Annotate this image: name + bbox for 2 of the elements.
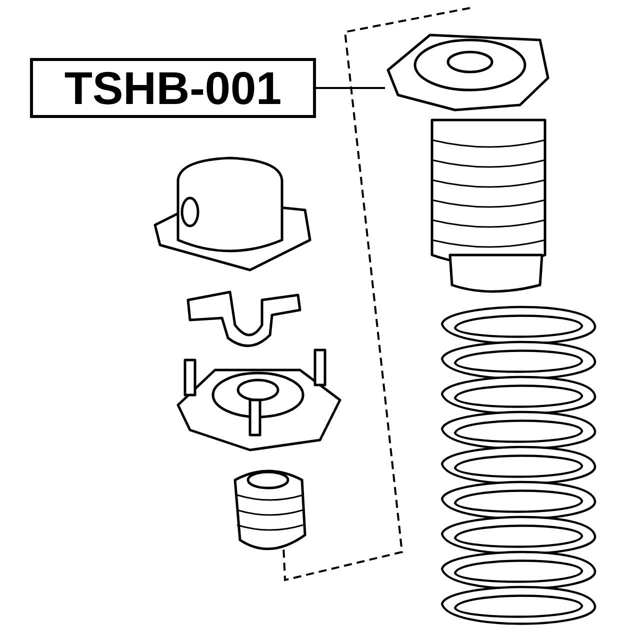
leader-line: [316, 87, 385, 89]
part-number-label: TSHB-001: [30, 58, 316, 118]
